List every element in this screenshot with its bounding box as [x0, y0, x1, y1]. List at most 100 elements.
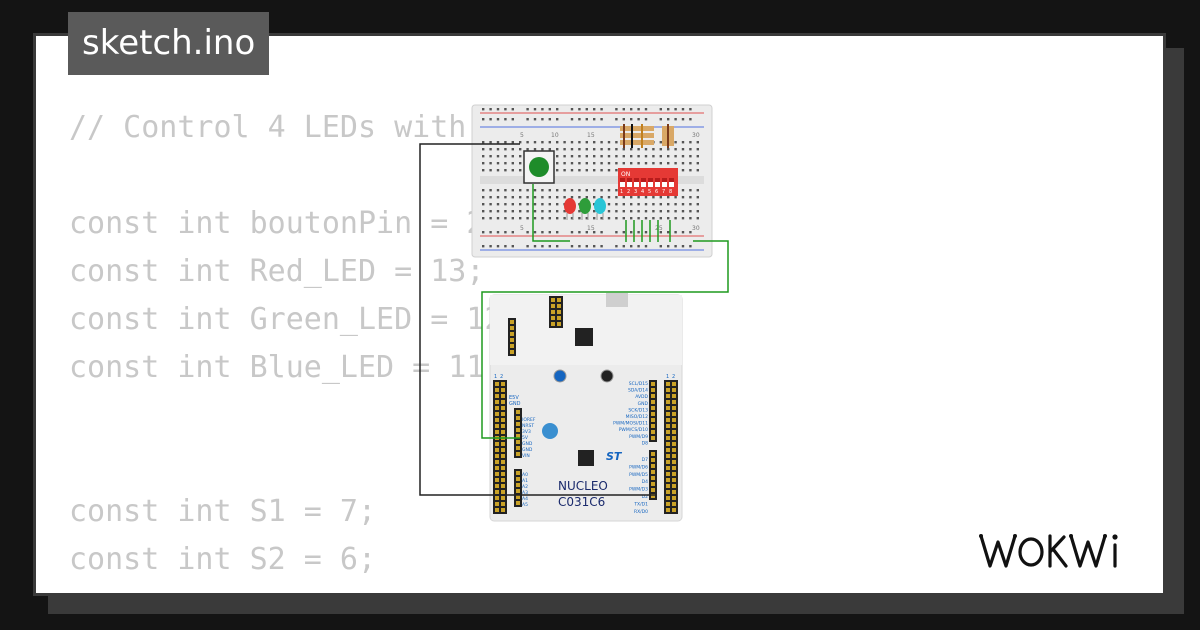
header-pin[interactable]: [501, 394, 505, 398]
header-pin[interactable]: [666, 442, 670, 446]
header-pin[interactable]: [501, 460, 505, 464]
header-pin[interactable]: [501, 382, 505, 386]
header-pin[interactable]: [666, 382, 670, 386]
header-pin[interactable]: [666, 496, 670, 500]
header-pin[interactable]: [666, 502, 670, 506]
header-pin[interactable]: [501, 508, 505, 512]
header-pin[interactable]: [495, 496, 499, 500]
header-pin[interactable]: [495, 490, 499, 494]
header-pin[interactable]: [672, 472, 676, 476]
header-pin[interactable]: [672, 418, 676, 422]
header-pin[interactable]: [516, 489, 520, 493]
header-pin[interactable]: [672, 382, 676, 386]
header-pin[interactable]: [651, 476, 655, 480]
led-green[interactable]: [579, 198, 591, 220]
header-pin[interactable]: [510, 332, 514, 336]
header-pin[interactable]: [651, 470, 655, 474]
header-pin[interactable]: [495, 502, 499, 506]
header-pin[interactable]: [501, 418, 505, 422]
header-pin[interactable]: [495, 394, 499, 398]
header-pin[interactable]: [666, 478, 670, 482]
header-pin[interactable]: [666, 490, 670, 494]
header-pin[interactable]: [672, 400, 676, 404]
dip-toggle[interactable]: [634, 178, 639, 187]
header-pin[interactable]: [666, 460, 670, 464]
header-pin[interactable]: [666, 436, 670, 440]
header-pin[interactable]: [672, 466, 676, 470]
header-pin[interactable]: [495, 400, 499, 404]
file-tab[interactable]: sketch.ino: [68, 12, 270, 75]
header-pin[interactable]: [651, 464, 655, 468]
header-pin[interactable]: [510, 350, 514, 354]
header-pin[interactable]: [651, 488, 655, 492]
header-pin[interactable]: [501, 478, 505, 482]
header-pin[interactable]: [666, 472, 670, 476]
header-pin[interactable]: [495, 460, 499, 464]
header-pin[interactable]: [651, 406, 655, 410]
header-pin[interactable]: [672, 484, 676, 488]
header-pin[interactable]: [495, 406, 499, 410]
header-pin[interactable]: [651, 436, 655, 440]
header-pin[interactable]: [666, 484, 670, 488]
header-pin[interactable]: [666, 418, 670, 422]
nucleo-board[interactable]: 1 2 1 2 E5V GND IOREFNRST3V35VGNDGNDVIN …: [489, 293, 683, 522]
header-pin[interactable]: [557, 298, 561, 302]
dip-toggle[interactable]: [620, 178, 625, 187]
header-pin[interactable]: [672, 424, 676, 428]
header-pin[interactable]: [495, 478, 499, 482]
header-pin[interactable]: [516, 410, 520, 414]
dip-switch[interactable]: ON 1 2 3 4 5 6 7 8: [618, 168, 678, 196]
header-pin[interactable]: [501, 502, 505, 506]
header-pin[interactable]: [516, 501, 520, 505]
header-pin[interactable]: [551, 304, 555, 308]
header-pin[interactable]: [672, 430, 676, 434]
header-pin[interactable]: [495, 388, 499, 392]
header-pin[interactable]: [651, 388, 655, 392]
header-pin[interactable]: [672, 436, 676, 440]
header-pin[interactable]: [501, 484, 505, 488]
header-pin[interactable]: [672, 388, 676, 392]
dip-toggle[interactable]: [627, 178, 632, 187]
header-pin[interactable]: [495, 448, 499, 452]
header-pin[interactable]: [651, 494, 655, 498]
header-pin[interactable]: [666, 412, 670, 416]
header-pin[interactable]: [651, 400, 655, 404]
header-pin[interactable]: [651, 452, 655, 456]
header-pin[interactable]: [672, 454, 676, 458]
header-pin[interactable]: [495, 484, 499, 488]
header-pin[interactable]: [516, 434, 520, 438]
header-pin[interactable]: [551, 316, 555, 320]
header-pin[interactable]: [666, 454, 670, 458]
header-pin[interactable]: [551, 310, 555, 314]
header-pin[interactable]: [666, 424, 670, 428]
header-pin[interactable]: [651, 418, 655, 422]
header-pin[interactable]: [495, 424, 499, 428]
header-pin[interactable]: [495, 412, 499, 416]
header-pin[interactable]: [666, 466, 670, 470]
dip-toggle[interactable]: [669, 178, 674, 187]
header-pin[interactable]: [666, 400, 670, 404]
header-pin[interactable]: [551, 322, 555, 326]
push-button[interactable]: [523, 150, 555, 184]
header-pin[interactable]: [651, 482, 655, 486]
header-pin[interactable]: [501, 454, 505, 458]
header-pin[interactable]: [557, 322, 561, 326]
header-pin[interactable]: [651, 382, 655, 386]
header-pin[interactable]: [501, 406, 505, 410]
header-pin[interactable]: [672, 460, 676, 464]
header-pin[interactable]: [495, 430, 499, 434]
header-pin[interactable]: [501, 442, 505, 446]
header-pin[interactable]: [551, 298, 555, 302]
header-pin[interactable]: [672, 412, 676, 416]
header-pin[interactable]: [672, 448, 676, 452]
header-pin[interactable]: [501, 490, 505, 494]
header-pin[interactable]: [666, 388, 670, 392]
header-pin[interactable]: [651, 430, 655, 434]
header-pin[interactable]: [666, 430, 670, 434]
dip-toggle[interactable]: [662, 178, 667, 187]
header-pin[interactable]: [510, 320, 514, 324]
led-red[interactable]: [564, 198, 576, 220]
header-pin[interactable]: [495, 382, 499, 386]
header-pin[interactable]: [516, 446, 520, 450]
header-pin[interactable]: [516, 422, 520, 426]
